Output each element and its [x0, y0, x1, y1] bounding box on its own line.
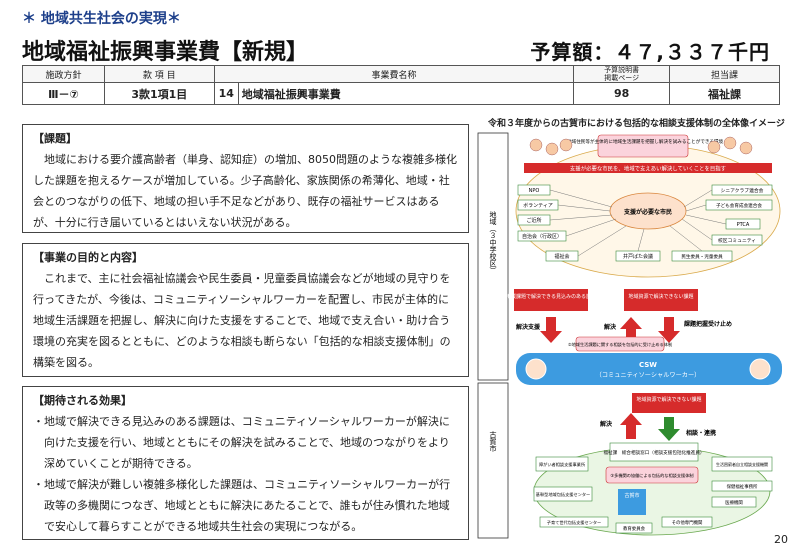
node-kodomokai: 子ども会育成会連合会	[716, 202, 762, 209]
cell-name: 地域福祉振興事業費	[237, 82, 575, 105]
window-text: 福祉課 総合相談窓口（相談支援包括化推進員）	[603, 449, 704, 456]
node-neighbors: ご近所	[526, 217, 541, 224]
header-dept: 担当課	[669, 65, 780, 83]
support-system-diagram: 地域（３中学校区） 古賀市 ①地域住民等が主体的に地域生活課題を把握し解決を試み…	[477, 132, 782, 539]
node-senior-club: シニアクラブ連合会	[721, 187, 764, 194]
region-label-city: 古賀市	[489, 430, 497, 453]
cell-page: 98	[573, 82, 671, 105]
pink-box-consult-text: ②地域生活課題に関する相談を包括的に受け止める体制	[568, 341, 672, 348]
arrow-label-solve-lower: 解決	[600, 420, 613, 428]
effect-item: ・地域で解決が難しい複雑多様化した課題は、コミュニティソーシャルワーカーが行政等…	[33, 478, 451, 533]
residents-illustration	[529, 136, 753, 156]
pink-box-community	[597, 134, 689, 158]
cell-number: 14	[213, 82, 239, 105]
purpose-heading: 【事業の目的と内容】	[33, 251, 143, 264]
red-box-solvable-text: 地域課題で解決できる見込みのある課題	[506, 293, 596, 300]
issues-text: 地域における要介護高齢者（単身、認知症）の増加、8050問題のような複雑多様化し…	[33, 153, 457, 229]
connector-lines	[549, 189, 727, 257]
cell-dept: 福祉課	[669, 82, 780, 105]
left-nodes: NPO ボランティア ご近所 自治会（行政区） 福祉会	[517, 184, 579, 262]
agency-disability: 障がい者相談支援事業所	[539, 461, 585, 468]
arrow-label-link: 相談・連携	[686, 429, 716, 437]
cell-policy: Ⅲ－⑦	[22, 82, 105, 105]
region-label-box-community	[477, 132, 509, 381]
effects-heading: 【期待される効果】	[33, 394, 132, 407]
table-row: Ⅲ－⑦ 3款1項1目 14 地域福祉振興事業費 98 福祉課	[22, 82, 780, 105]
node-volunteer: ボランティア	[523, 202, 553, 209]
purpose-text: これまで、主に社会福祉協議会や民生委員・児童委員協議会などが地域の見守りを行って…	[33, 272, 451, 369]
issues-box: 【課題】 地域における要介護高齢者（単身、認知症）の増加、8050問題のような複…	[22, 124, 469, 233]
agency-childcare: 子育て世代包括支援センター	[547, 519, 601, 526]
csw-person-icon	[749, 358, 771, 380]
diagram-title: 令和３年度からの古賀市における包括的な相談支援体制の全体像イメージ	[488, 119, 785, 129]
arrow-down-icon	[658, 417, 680, 441]
arrow-label-support: 解決支援	[516, 323, 541, 331]
page-number: 20	[774, 533, 788, 546]
budget-amount: 予算額：４７,３３７千円	[530, 40, 770, 64]
red-box-solvable	[514, 289, 588, 311]
page-title: 地域福祉振興事業費【新規】	[22, 40, 309, 65]
agency-nodes: 障がい者相談支援事業所 基幹型地域包括支援センター 生活困窮者自立相談支援機関 …	[533, 456, 773, 534]
node-fukushikai: 福祉会	[554, 253, 569, 260]
city-office-icon	[618, 489, 646, 515]
red-box-lower-text: 地域資源で解決できない課題	[636, 396, 701, 403]
pink-box-community-text: ①地域住民等が主体的に地域生活課題を把握し解決を試みることができる環境	[563, 138, 724, 145]
table-header-row: 施政方針 款 項 目 事業費名称 予算説明書 掲載ページ 担当課	[22, 65, 780, 83]
agency-poverty: 生活困窮者自立相談支援機関	[716, 461, 768, 467]
project-info-table: 施政方針 款 項 目 事業費名称 予算説明書 掲載ページ 担当課 Ⅲ－⑦ 3款1…	[22, 65, 780, 105]
issues-heading: 【課題】	[33, 132, 77, 145]
node-jichikai: 自治会（行政区）	[522, 233, 562, 240]
header-kou: 款 項 目	[103, 65, 215, 83]
csw-person-icon	[525, 358, 547, 380]
csw-sublabel: （コミュニティソーシャルワーカー）	[596, 372, 701, 379]
right-nodes: シニアクラブ連合会 子ども会育成会連合会 PTCA 校区コミュニティ 民生委員・…	[671, 184, 773, 262]
window-box	[609, 442, 699, 462]
effect-item: ・地域で解決できる見込みのある課題は、コミュニティソーシャルワーカーが解決に向け…	[33, 415, 450, 470]
node-idobata: 井戸ばた会議	[623, 253, 653, 260]
region-label-community: 地域（３中学校区）	[489, 210, 497, 274]
effects-box: 【期待される効果】 ・地域で解決できる見込みのある課題は、コミュニティソーシャル…	[22, 386, 469, 540]
arrow-up-icon	[620, 413, 642, 439]
agency-houkatsu: 基幹型地域包括支援センター	[536, 491, 590, 498]
header-page-line1: 予算説明書	[604, 66, 640, 74]
center-node-label: 支援が必要な市民	[623, 208, 672, 216]
agency-medical: 医療機関	[725, 499, 743, 506]
red-box-lower	[632, 393, 706, 413]
agency-other: その他専門機関	[672, 519, 703, 526]
cell-kou: 3款1項1目	[103, 82, 215, 105]
red-banner-text: 支援が必要な市民を、地域で支えあい解決していくことを目指す	[570, 165, 726, 173]
header-page-line2: 掲載ページ	[604, 74, 640, 82]
header-name: 事業費名称	[213, 65, 575, 83]
node-community: 校区コミュニティ	[718, 237, 756, 244]
pink-box-community-tspan: ①地域住民等が主体的に地域生活課題を把握し解決を試みることができる環境	[563, 138, 724, 145]
pink-box-agencies-text: ③多機関の協働による包括的な相談支援体制	[610, 472, 693, 479]
city-office-label: 古賀市	[624, 492, 639, 499]
red-box-unsolvable-text: 地域資源で解決できない課題	[628, 293, 693, 300]
red-banner	[524, 163, 772, 173]
header-page: 予算説明書 掲載ページ	[573, 65, 671, 83]
csw-band	[516, 353, 782, 385]
header-policy: 施政方針	[22, 65, 105, 83]
agency-health-office: 保健福祉事務所	[727, 483, 758, 490]
node-minsei: 民生委員・児童委員	[681, 253, 723, 260]
node-ptca: PTCA	[737, 222, 750, 228]
csw-label: CSW	[639, 361, 657, 369]
node-npo: NPO	[529, 188, 540, 194]
section-subtitle: ＊ 地域共生社会の実現＊	[22, 11, 181, 27]
red-box-unsolvable	[624, 289, 698, 311]
region-label-box-city	[477, 382, 509, 539]
purpose-box: 【事業の目的と内容】 これまで、主に社会福祉協議会や民生委員・児童委員協議会など…	[22, 243, 469, 377]
arrow-label-solve: 解決	[604, 323, 617, 331]
pink-box-consult	[575, 336, 665, 352]
arrows	[540, 317, 680, 343]
arrow-label-grasp: 課題把握受け止め	[684, 320, 732, 328]
pink-box-agencies	[605, 466, 699, 484]
agency-education: 教育委員会	[623, 525, 646, 532]
